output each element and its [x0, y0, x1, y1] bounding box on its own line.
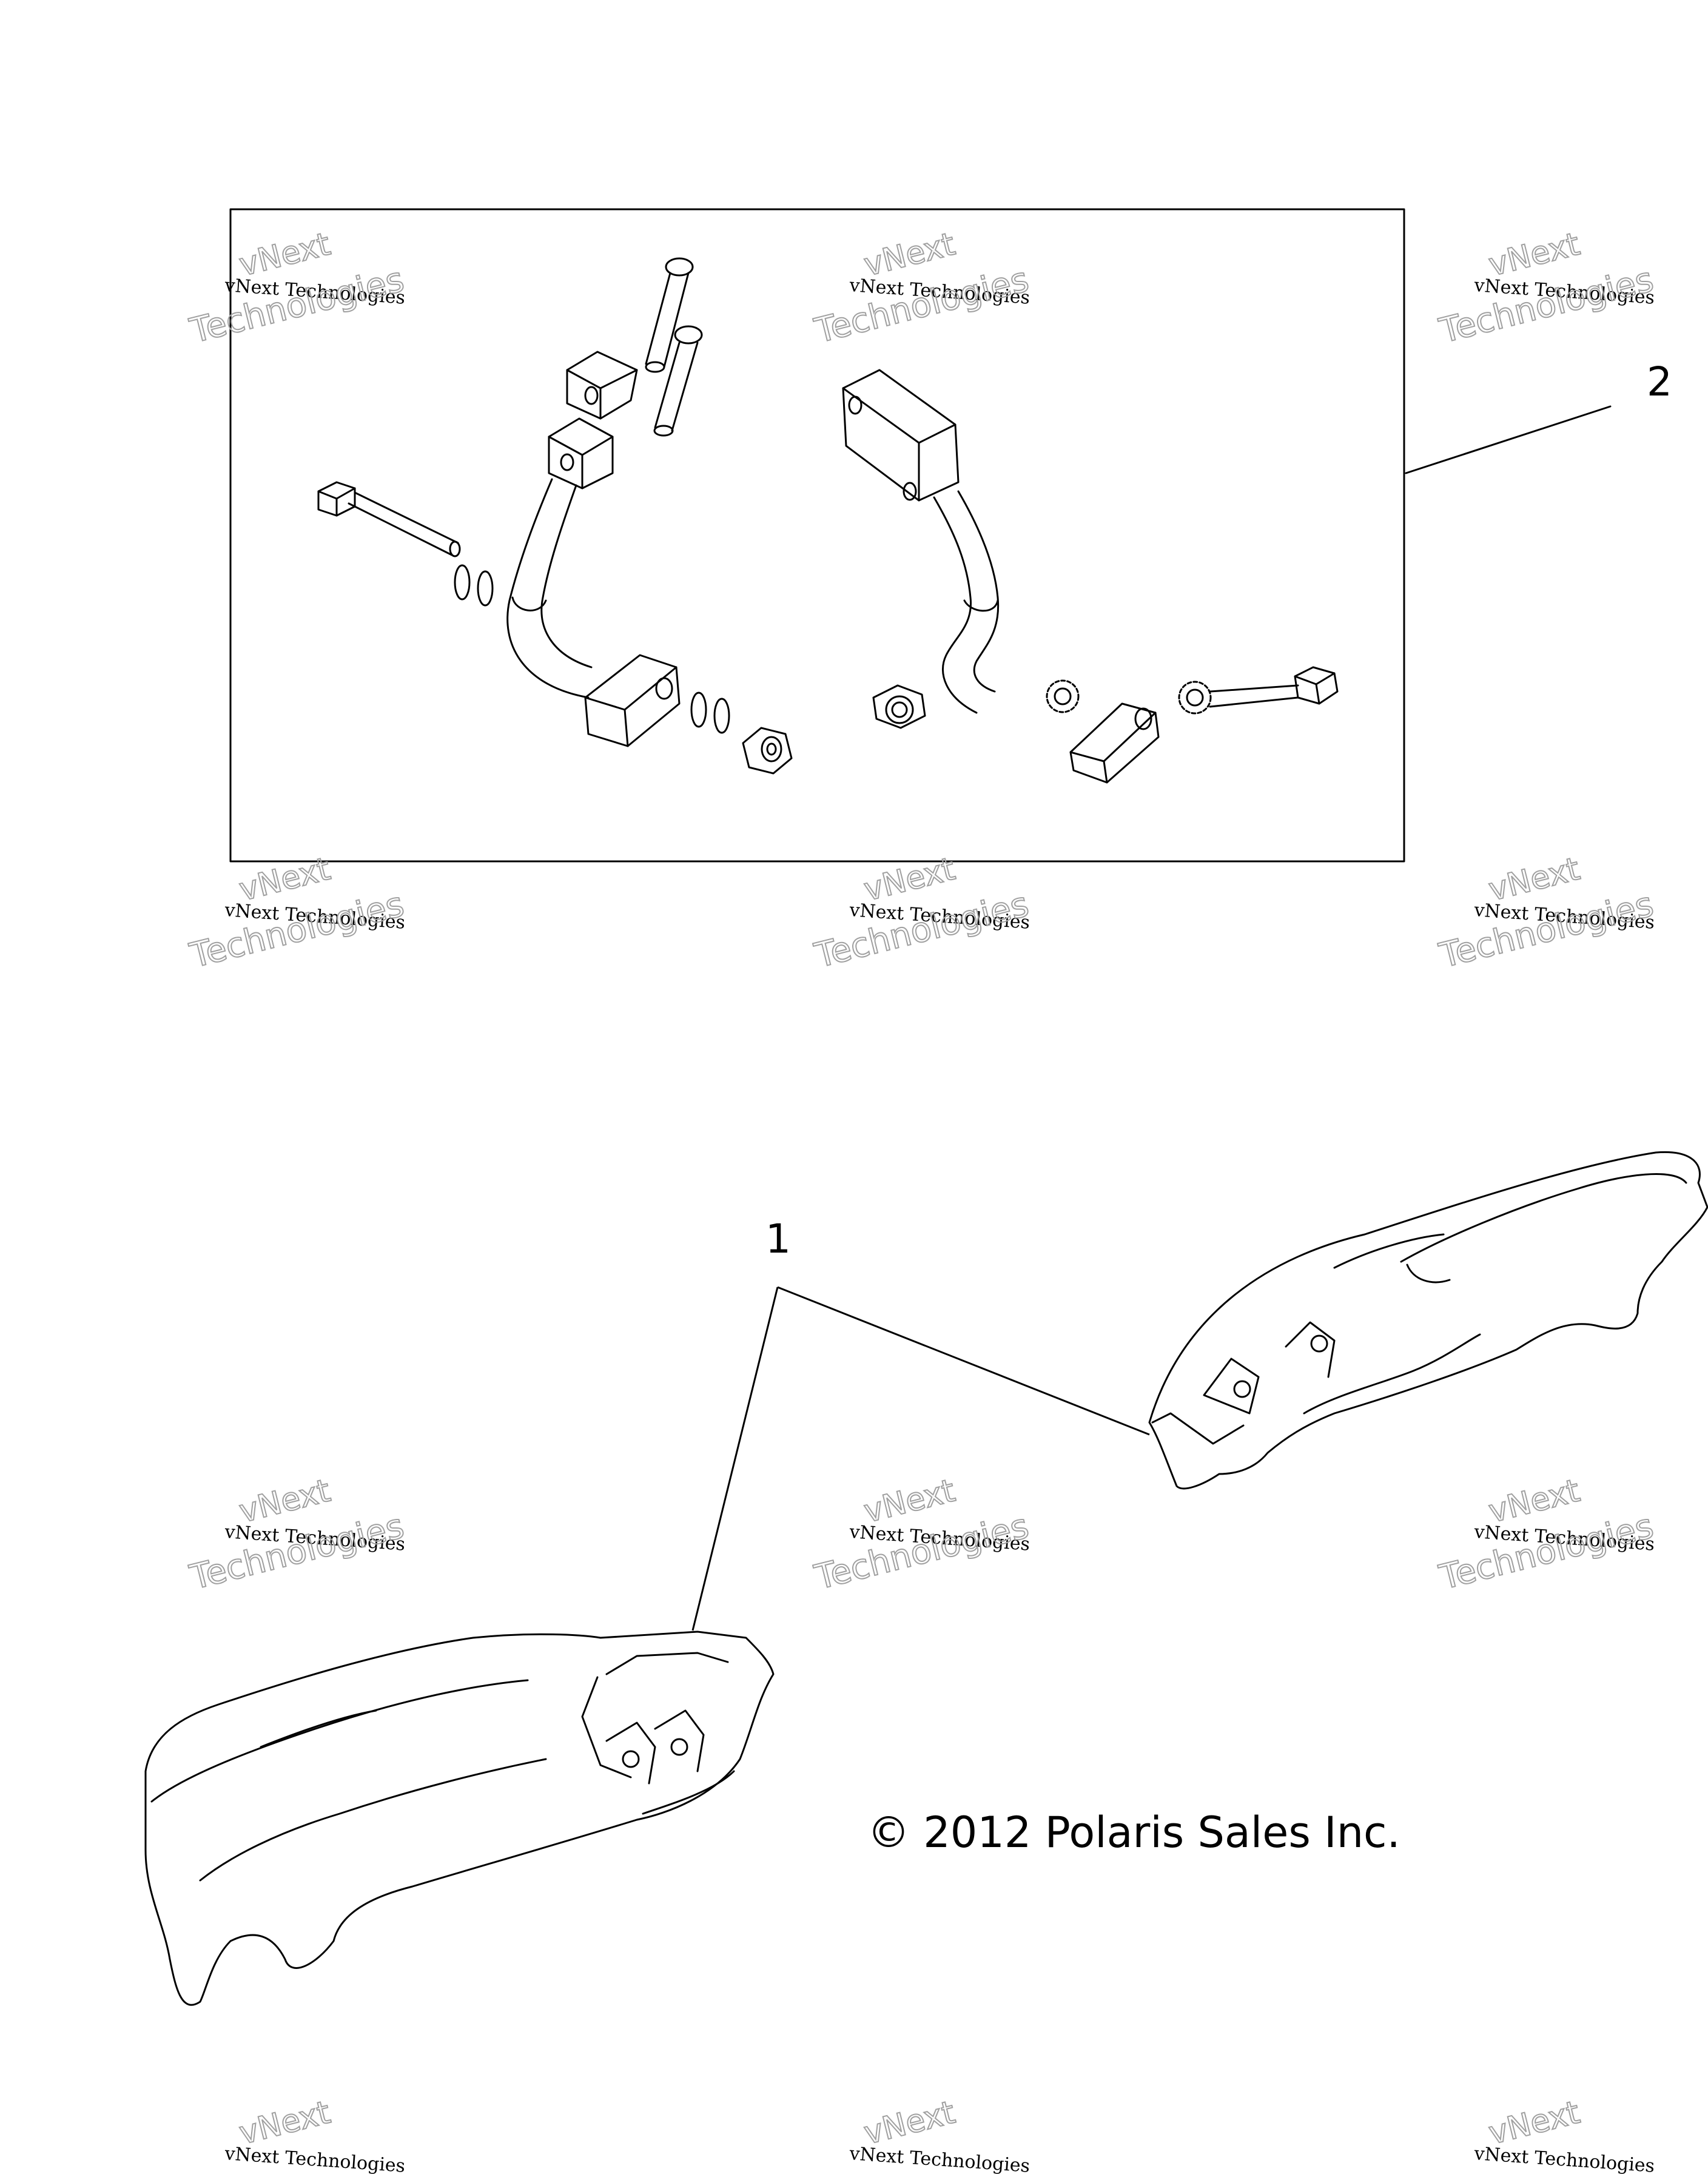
svg-text:vNext: vNext: [236, 226, 334, 284]
copyright-text: © 2012 Polaris Sales Inc.: [867, 1808, 1400, 1857]
svg-text:vNext: vNext: [861, 1473, 959, 1530]
washers-left: [454, 564, 730, 734]
hand-guard-left: [144, 1630, 775, 2006]
right-bracket: [842, 369, 1160, 784]
svg-text:vNext: vNext: [1485, 1473, 1584, 1530]
callout-label-1: 1: [765, 1216, 791, 1262]
svg-text:vNext: vNext: [1485, 2095, 1584, 2152]
mounting-kit-group: [229, 208, 1612, 863]
svg-text:vNext: vNext: [861, 851, 959, 909]
watermark-7: vNext vNext Technologies Technologies: [186, 1472, 409, 1598]
callout-label-2: 2: [1647, 358, 1672, 405]
watermark-1: vNext vNext Technologies Technologies: [186, 226, 409, 352]
svg-text:vNext: vNext: [236, 1473, 334, 1530]
long-bolt-left: [317, 481, 461, 557]
svg-text:vNext: vNext: [861, 2095, 959, 2152]
watermark-5: vNext vNext Technologies Technologies: [810, 850, 1034, 977]
svg-text:Technologies: Technologies: [186, 884, 408, 975]
left-bracket: [506, 351, 681, 747]
svg-text:Technologies: Technologies: [1436, 260, 1658, 351]
svg-text:vNext: vNext: [861, 226, 959, 284]
svg-text:Technologies: Technologies: [186, 260, 408, 351]
leader-lines-1: [691, 1286, 1150, 1631]
bushing: [872, 684, 926, 729]
watermark-3: vNext vNext Technologies Technologies: [1435, 226, 1658, 352]
svg-text:Technologies: Technologies: [811, 884, 1033, 975]
watermark-6: vNext vNext Technologies Technologies: [1435, 850, 1658, 977]
watermark-11: vNext vNext Technologies: [848, 2094, 1031, 2174]
watermark-2: vNext vNext Technologies Technologies: [810, 226, 1034, 352]
svg-text:vNext: vNext: [1485, 851, 1584, 909]
svg-text:vNext Technologies: vNext Technologies: [848, 2143, 1031, 2174]
kit-frame: [229, 208, 1405, 863]
leader-line-2: [1405, 405, 1612, 474]
star-washers-right: [1046, 679, 1212, 715]
bolt-right: [1209, 666, 1339, 708]
watermark-9: vNext vNext Technologies Technologies: [1435, 1472, 1658, 1598]
svg-text:vNext: vNext: [236, 851, 334, 909]
watermark-4: vNext vNext Technologies Technologies: [186, 850, 409, 977]
svg-text:vNext Technologies: vNext Technologies: [223, 2143, 406, 2174]
svg-text:vNext: vNext: [1485, 226, 1584, 284]
svg-text:Technologies: Technologies: [186, 1506, 408, 1597]
hand-guard-right: [1148, 1151, 1708, 1490]
svg-text:Technologies: Technologies: [811, 260, 1033, 351]
svg-text:Technologies: Technologies: [1436, 884, 1658, 975]
watermark-10: vNext vNext Technologies: [223, 2094, 406, 2174]
svg-text:Technologies: Technologies: [1436, 1506, 1658, 1597]
svg-text:Technologies: Technologies: [811, 1506, 1033, 1597]
watermark-8: vNext vNext Technologies Technologies: [810, 1472, 1034, 1598]
svg-text:vNext: vNext: [236, 2095, 334, 2152]
svg-text:vNext Technologies: vNext Technologies: [1473, 2143, 1655, 2174]
flange-nut: [742, 727, 793, 775]
pins: [645, 257, 703, 437]
watermark-12: vNext vNext Technologies: [1473, 2094, 1655, 2174]
